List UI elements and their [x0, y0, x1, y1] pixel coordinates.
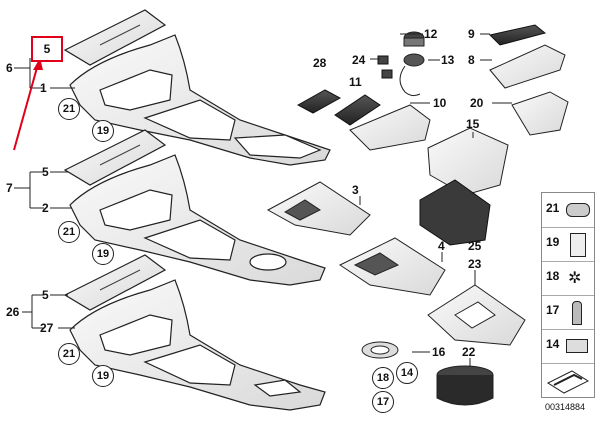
tray-11	[334, 94, 381, 126]
legend-cell-18: 18 ✲	[542, 261, 594, 296]
callout-28: 28	[313, 56, 327, 70]
rubber-mat-28	[296, 89, 342, 114]
legend-cell-arrow	[542, 363, 594, 397]
callout-7: 7	[6, 181, 13, 195]
star-washer-icon: ✲	[568, 270, 582, 287]
clip-icon	[570, 233, 586, 257]
circled-callout-14: 14	[396, 362, 418, 384]
circled-callout-19-bottom: 19	[92, 365, 114, 387]
circled-callout-18: 18	[372, 367, 394, 389]
circled-callout-19-top: 19	[92, 120, 114, 142]
circled-callout-19-middle: 19	[92, 243, 114, 265]
console-panel-2	[69, 154, 326, 286]
callout-6: 6	[6, 61, 13, 75]
nut-clip-icon	[566, 339, 588, 353]
console-panel-3	[69, 279, 326, 411]
legend-cell-19: 19	[542, 227, 594, 262]
tray-8	[489, 44, 566, 89]
highlighted-part-box: 5	[31, 36, 63, 62]
bracket-25	[419, 179, 491, 246]
legend-number-14: 14	[546, 337, 560, 351]
callout-2: 2	[42, 201, 49, 215]
legend-cell-14: 14	[542, 329, 594, 364]
console-panel-1	[69, 34, 331, 166]
callout-5-bottom: 5	[42, 288, 49, 302]
callout-24: 24	[352, 53, 366, 67]
housing-10	[349, 104, 431, 151]
ring-16	[361, 341, 399, 359]
box-20	[511, 91, 569, 136]
legend-number-17: 17	[546, 303, 560, 317]
callout-16: 16	[432, 345, 446, 359]
circled-callout-21-bottom: 21	[58, 343, 80, 365]
callout-10: 10	[433, 96, 447, 110]
trim-3	[266, 181, 371, 236]
screw-icon	[572, 301, 582, 325]
callout-5-middle: 5	[42, 165, 49, 179]
fastener-legend-panel: 21 19 18 ✲ 17 14	[541, 192, 595, 398]
direction-arrow-icon	[546, 370, 590, 394]
storage-cover-1	[63, 9, 167, 66]
legend-number-19: 19	[546, 235, 560, 249]
callout-4: 4	[438, 239, 445, 253]
callout-9: 9	[468, 27, 475, 41]
legend-cell-17: 17	[542, 295, 594, 330]
callout-26: 26	[6, 305, 20, 319]
connector-24a	[377, 55, 389, 65]
callout-25: 25	[468, 239, 482, 253]
callout-11: 11	[349, 75, 362, 89]
callout-20: 20	[470, 96, 484, 110]
socket-13	[399, 53, 425, 97]
leader-lines	[14, 33, 512, 366]
socket-12	[403, 31, 425, 47]
callout-8: 8	[468, 53, 475, 67]
circled-callout-17: 17	[372, 391, 394, 413]
callout-3: 3	[352, 183, 359, 197]
storage-cover-3	[63, 254, 167, 311]
circled-callout-21-top: 21	[58, 98, 80, 120]
callout-23: 23	[468, 257, 482, 271]
connector-24b	[381, 69, 393, 79]
reference-code: 00314884	[545, 402, 586, 412]
legend-number-21: 21	[546, 201, 560, 215]
callout-15: 15	[466, 117, 480, 131]
legend-number-18: 18	[546, 269, 560, 283]
storage-cover-2	[63, 129, 167, 186]
legend-cell-21: 21	[542, 193, 594, 228]
highlight-arrow	[13, 58, 43, 151]
plug-icon	[566, 203, 590, 217]
circled-callout-21-middle: 21	[58, 221, 80, 243]
callout-13: 13	[441, 53, 455, 67]
highlighted-part-number: 5	[43, 42, 51, 56]
callout-22: 22	[462, 345, 476, 359]
callout-27: 27	[40, 321, 54, 335]
callout-1: 1	[40, 81, 47, 95]
rubber-mat-9	[489, 24, 547, 46]
cover-22	[436, 365, 494, 406]
storage-bin-15	[427, 127, 509, 196]
callout-12: 12	[424, 27, 438, 41]
